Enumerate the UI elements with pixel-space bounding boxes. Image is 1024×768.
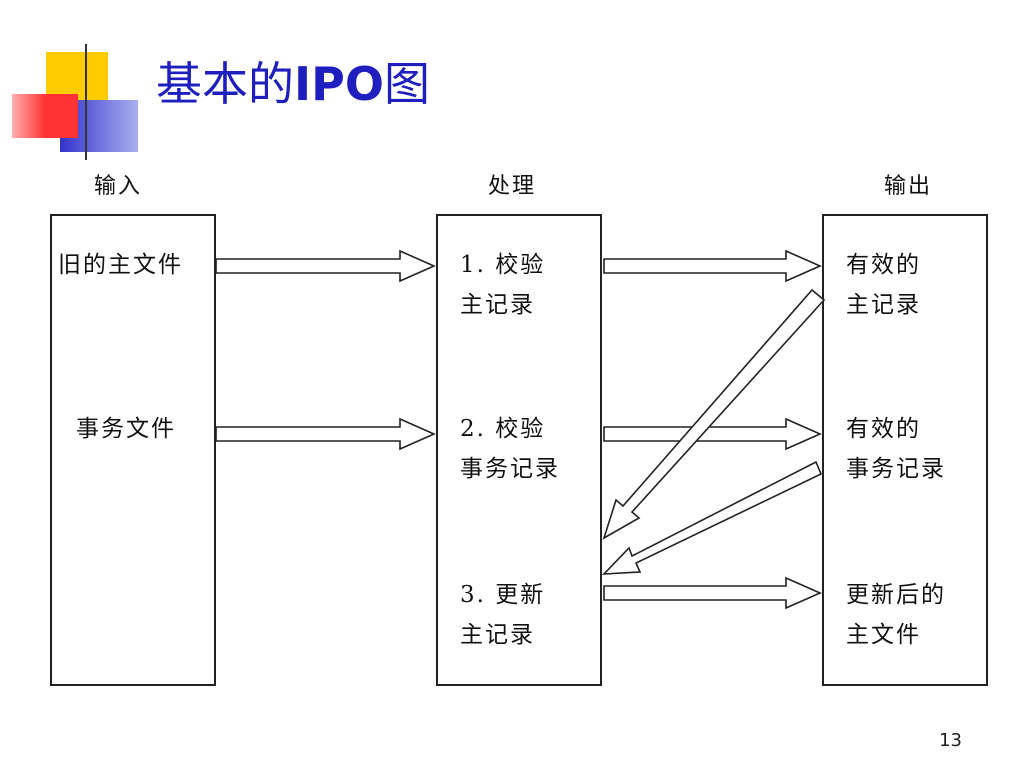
output-2-line2: 事务记录 <box>846 456 946 482</box>
process-column-heading: 处理 <box>488 174 537 199</box>
input-item-transaction-file: 事务文件 <box>76 416 176 442</box>
process-step-2-line1: 2. 校验 <box>460 416 546 442</box>
arrow-transaction-to-step2 <box>215 417 436 451</box>
arrow-valid-transaction-to-step3 <box>602 460 823 575</box>
output-3-line2: 主文件 <box>846 622 921 648</box>
arrow-step3-to-updated-master <box>603 576 822 610</box>
process-step-3-line1: 3. 更新 <box>460 582 546 608</box>
process-box <box>436 214 602 686</box>
input-column-heading: 输入 <box>94 174 143 199</box>
arrow-old-master-to-step1 <box>215 249 436 283</box>
process-step-2-line2: 事务记录 <box>460 456 560 482</box>
output-3-line1: 更新后的 <box>846 582 946 608</box>
input-box <box>50 214 216 686</box>
slide-title: 基本的IPO图 <box>156 57 430 111</box>
deco-red-square <box>12 94 78 138</box>
page-number: 13 <box>939 730 962 751</box>
output-1-line1: 有效的 <box>846 252 921 278</box>
process-step-1-line2: 主记录 <box>460 292 535 318</box>
output-1-line2: 主记录 <box>846 292 921 318</box>
process-step-1-line1: 1. 校验 <box>460 252 546 278</box>
output-column-heading: 输出 <box>884 174 933 199</box>
arrow-step2-to-valid-transaction <box>603 417 822 451</box>
arrow-valid-master-to-step3 <box>602 288 826 540</box>
input-item-old-master: 旧的主文件 <box>58 252 183 278</box>
output-box <box>822 214 988 686</box>
process-step-3-line2: 主记录 <box>460 622 535 648</box>
output-2-line1: 有效的 <box>846 416 921 442</box>
slide-decoration <box>12 44 960 160</box>
arrow-step1-to-valid-master <box>603 249 822 283</box>
